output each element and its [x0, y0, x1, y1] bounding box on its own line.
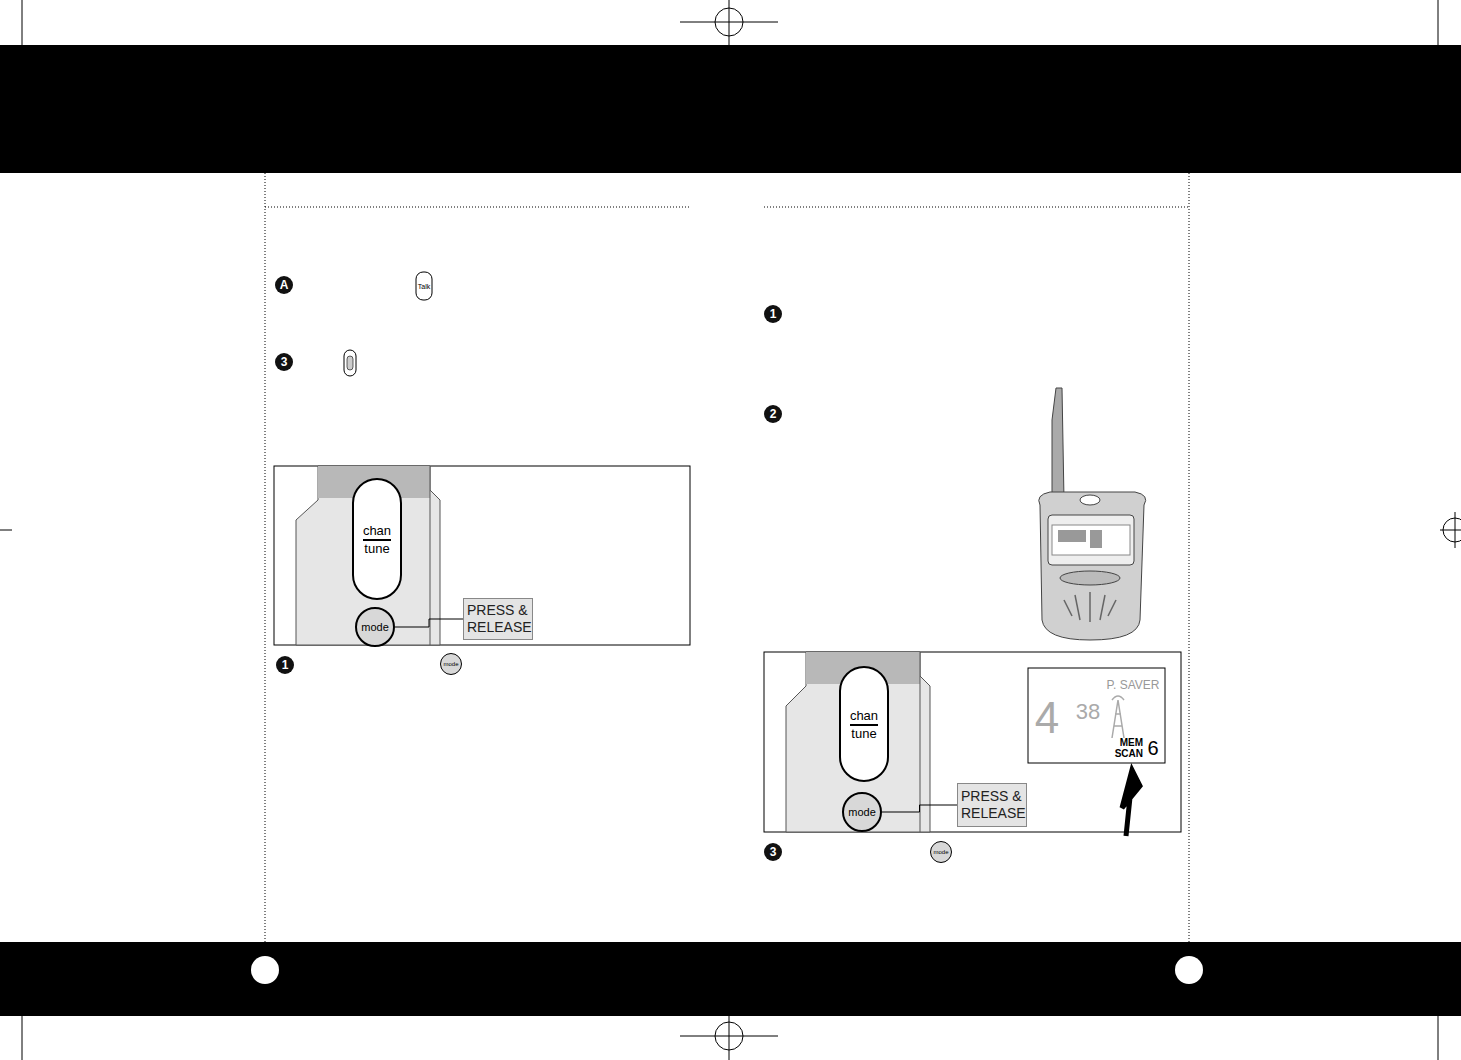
chan-tune-button: chantune — [352, 478, 402, 600]
step-number: 3 — [764, 843, 782, 861]
step-number: A — [275, 276, 293, 294]
icon-label: Talk — [418, 283, 430, 290]
display-text: MEM SCAN — [1113, 737, 1143, 759]
lcd-panel — [1028, 668, 1165, 763]
button-label: chan — [850, 708, 878, 726]
column-guides — [265, 173, 1189, 942]
callout-text: PRESS & RELEASE — [467, 602, 529, 636]
button-label: tune — [851, 726, 876, 741]
radio-edge — [920, 652, 921, 832]
step-number: 2 — [764, 405, 782, 423]
pointer-arrow — [1122, 770, 1140, 836]
leader-line — [882, 805, 957, 812]
chan-tune-button: chantune — [839, 666, 889, 782]
chan-icon — [344, 350, 356, 376]
step-number: 3 — [275, 353, 293, 371]
figure-frame — [764, 652, 1181, 832]
step-number: 1 — [276, 656, 294, 674]
press-release-box: PRESS & RELEASE — [463, 598, 533, 640]
callout-text: PRESS & RELEASE — [961, 788, 1023, 822]
mode-button: mode — [355, 607, 395, 647]
mode-button: mode — [842, 792, 882, 832]
radio-edge — [430, 466, 431, 645]
tower-icon — [1112, 696, 1124, 738]
press-release-box: PRESS & RELEASE — [957, 783, 1027, 827]
radio-illustration — [1039, 388, 1146, 640]
display-text: P. SAVER — [1107, 678, 1160, 692]
figure-frame — [274, 466, 690, 645]
button-label: mode — [848, 806, 876, 818]
display-digit: 6 — [1147, 737, 1158, 760]
talk-icon — [416, 272, 432, 300]
header-bar — [0, 45, 1461, 173]
page-dot — [1175, 956, 1203, 984]
button-label: tune — [364, 541, 389, 556]
display-digit: 38 — [1076, 699, 1100, 725]
arrow-keys — [371, 496, 870, 753]
mode-icon: mode — [930, 841, 952, 863]
radio-side — [786, 652, 930, 832]
leader-line — [395, 619, 463, 627]
display-digit: 4 — [1035, 693, 1059, 743]
footer-bar — [0, 942, 1461, 1016]
button-label: chan — [363, 523, 391, 541]
step-number: 1 — [764, 305, 782, 323]
mode-icon: mode — [440, 653, 462, 675]
chan-icon-inner — [347, 356, 353, 370]
button-label: mode — [361, 621, 389, 633]
page-dot — [251, 956, 279, 984]
